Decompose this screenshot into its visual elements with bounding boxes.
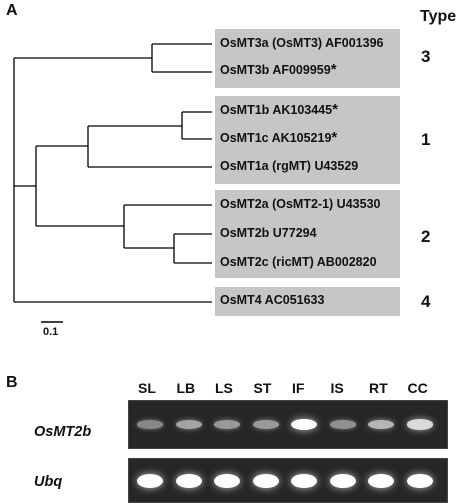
gel-band	[214, 473, 240, 488]
gel-band	[291, 473, 317, 488]
type-2-group-box	[215, 190, 400, 278]
taxon-osmt2c: OsMT2c (ricMT) AB002820	[220, 255, 377, 269]
panel-a-label: A	[6, 2, 18, 19]
row-label-osmt2b: OsMT2b	[34, 424, 92, 440]
lane-label-is: IS	[330, 380, 344, 396]
gel-band	[406, 473, 433, 488]
lane-label-if: IF	[292, 380, 305, 396]
gel-band	[329, 420, 356, 429]
taxon-osmt2a: OsMT2a (OsMT2-1) U43530	[220, 197, 381, 211]
taxon-osmt3b: OsMT3b AF009959*	[220, 61, 337, 78]
gel-ubq	[128, 458, 448, 503]
gel-band	[291, 419, 317, 430]
gel-band	[252, 473, 279, 488]
gel-band	[406, 419, 433, 430]
gel-band	[137, 473, 163, 488]
type-4-group-box	[215, 287, 400, 316]
lane-label-st: ST	[253, 380, 272, 396]
row-label-ubq: Ubq	[34, 474, 63, 490]
taxon-osmt3a: OsMT3a (OsMT3) AF001396	[220, 36, 384, 50]
taxon-osmt2b: OsMT2b U77294	[220, 226, 317, 240]
gel-band	[137, 420, 163, 429]
taxon-osmt1c: OsMT1c AK105219*	[220, 129, 338, 146]
gel-band	[175, 473, 202, 488]
type-1-label: 1	[421, 130, 431, 149]
taxon-osmt1a: OsMT1a (rgMT) U43529	[220, 159, 359, 173]
type-4-label: 4	[421, 292, 431, 311]
phylogenetic-tree	[13, 43, 212, 323]
lane-label-sl: SL	[138, 380, 156, 396]
gel-osmt2b	[128, 400, 448, 449]
type-1-group-box	[215, 96, 400, 184]
panel-b-label: B	[6, 374, 18, 391]
gel-band	[252, 420, 279, 429]
gel-band	[214, 420, 240, 429]
scale-bar-label: 0.1	[43, 326, 59, 338]
gel-band	[175, 420, 202, 429]
gel-band	[368, 419, 394, 430]
taxon-osmt1b: OsMT1b AK103445*	[220, 101, 338, 118]
lane-label-ls: LS	[215, 380, 233, 396]
lane-label-cc: CC	[407, 380, 428, 396]
type-3-group-box	[215, 29, 400, 88]
lane-label-rt: RT	[369, 380, 388, 396]
type-2-label: 2	[421, 227, 431, 246]
taxon-osmt4: OsMT4 AC051633	[220, 293, 325, 307]
gel-band	[329, 473, 356, 488]
lane-label-lb: LB	[176, 380, 196, 396]
type-column-header: Type	[420, 8, 457, 25]
gel-band	[368, 473, 394, 488]
type-3-label: 3	[421, 47, 431, 66]
lane-labels: SL LB LS ST IF IS RT CC	[0, 380, 475, 400]
